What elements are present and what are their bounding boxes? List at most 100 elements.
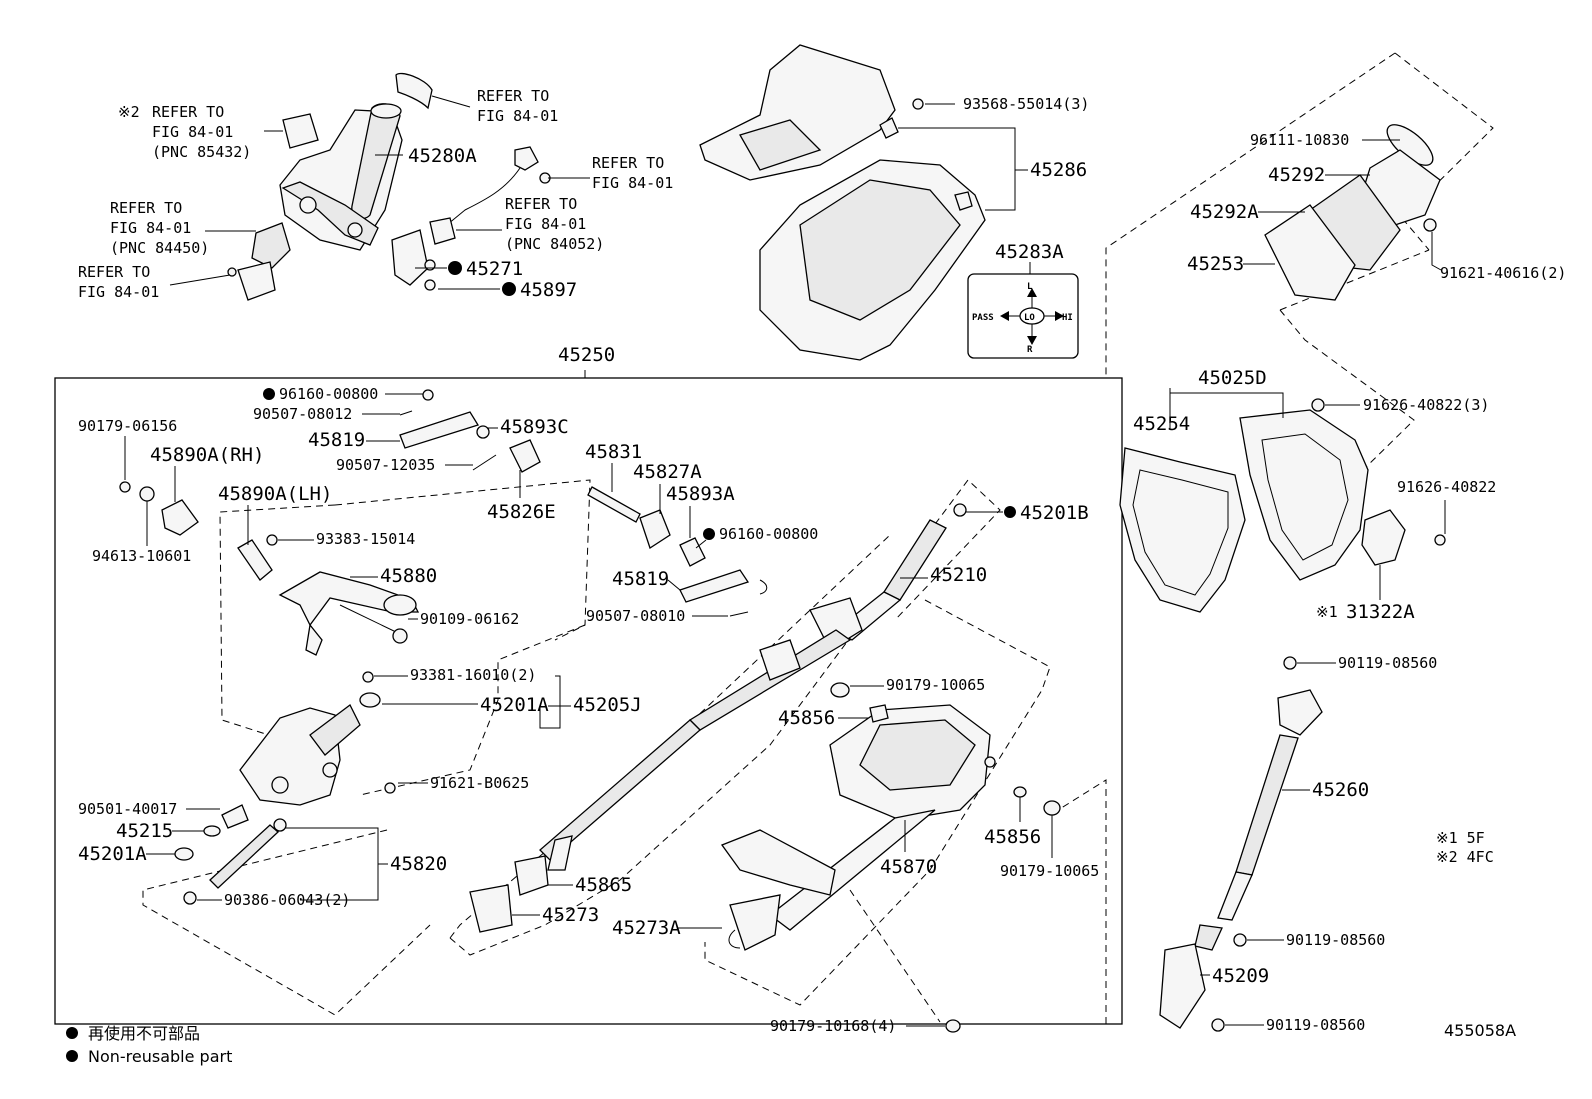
diagram-id: 455058A — [1444, 1021, 1516, 1040]
refer-e-line1: REFER TO — [110, 199, 182, 217]
legend-dot-jp — [66, 1027, 78, 1039]
part-label-93383: 93383-15014 — [316, 530, 415, 548]
steering-main-shaft-drawing — [469, 503, 967, 933]
model-note-2: ※2 4FC — [1436, 848, 1494, 866]
part-label-90179-10065-b: 90179-10065 — [1000, 862, 1099, 880]
refer-b-line2: FIG 84-01 — [477, 107, 558, 125]
refer-c-line1: REFER TO — [592, 154, 664, 172]
part-label-45210: 45210 — [930, 564, 987, 586]
part-label-91621-B0625: 91621-B0625 — [430, 774, 529, 792]
part-label-90119-b: 90119-08560 — [1286, 931, 1385, 949]
part-label-90119-a: 90119-08560 — [1338, 654, 1437, 672]
part-label-45025D: 45025D — [1198, 367, 1267, 389]
part-label-45215: 45215 — [116, 820, 173, 842]
part-label-90119-c: 90119-08560 — [1266, 1016, 1365, 1034]
part-label-45819-a: 45819 — [308, 429, 365, 451]
arrow-up-icon — [1027, 288, 1037, 297]
non-reusable-dot-96160-b — [703, 528, 715, 540]
refer-d-line2: FIG 84-01 — [505, 215, 586, 233]
part-label-90507-12035: 90507-12035 — [336, 456, 435, 474]
part-label-31322A-mark: ※1 — [1316, 603, 1338, 621]
refer-a-line2: FIG 84-01 — [152, 123, 233, 141]
refer-d-line3: (PNC 84052) — [505, 235, 604, 253]
refer-a-mark: ※2 — [118, 103, 140, 121]
part-label-45271: 45271 — [466, 258, 523, 280]
part-label-90501: 90501-40017 — [78, 800, 177, 818]
part-label-45201A-a: 45201A — [480, 694, 549, 716]
assembly-frame-45250 — [54, 377, 1123, 1025]
non-reusable-dot-96160-a — [263, 388, 275, 400]
switch-label-lo: LO — [1024, 313, 1035, 323]
part-label-45865: 45865 — [575, 874, 632, 896]
part-label-45890A-LH: 45890A(LH) — [218, 483, 332, 505]
part-label-45209: 45209 — [1212, 965, 1269, 987]
non-reusable-dot-45897 — [502, 282, 516, 296]
part-label-90179-10168: 90179-10168(4) — [770, 1017, 896, 1035]
part-label-45292: 45292 — [1268, 164, 1325, 186]
tilt-lever-parts-drawing — [119, 389, 768, 656]
refer-f-line2: FIG 84-01 — [78, 283, 159, 301]
refer-d-line1: REFER TO — [505, 195, 577, 213]
part-label-45893A: 45893A — [666, 483, 735, 505]
legend-text-en: Non-reusable part — [88, 1047, 232, 1066]
part-label-45201B: 45201B — [1020, 502, 1089, 524]
part-label-45286: 45286 — [1030, 159, 1087, 181]
part-label-45201A-b: 45201A — [78, 843, 147, 865]
non-reusable-dot-45201B — [1004, 506, 1016, 518]
switch-label-r: R — [1027, 345, 1033, 355]
part-label-45820: 45820 — [390, 853, 447, 875]
part-label-45273A: 45273A — [612, 917, 681, 939]
part-label-45890A-RH: 45890A(RH) — [150, 444, 264, 466]
part-label-93568: 93568-55014(3) — [963, 95, 1089, 113]
gasket-set-drawing — [1119, 398, 1446, 613]
part-label-94613: 94613-10601 — [92, 547, 191, 565]
part-label-93381: 93381-16010(2) — [410, 666, 536, 684]
part-label-45870: 45870 — [880, 856, 937, 878]
part-label-45292A: 45292A — [1190, 201, 1259, 223]
part-label-45280A: 45280A — [408, 145, 477, 167]
part-label-96111: 96111-10830 — [1250, 131, 1349, 149]
column-tube-drawing — [720, 682, 1061, 1033]
refer-a-line3: (PNC 85432) — [152, 143, 251, 161]
part-label-91626-40822-3: 91626-40822(3) — [1363, 396, 1489, 414]
part-label-45826E: 45826E — [487, 501, 556, 523]
part-label-45897: 45897 — [520, 279, 577, 301]
refer-f-line1: REFER TO — [78, 263, 150, 281]
part-label-31322A: 31322A — [1346, 601, 1415, 623]
part-label-91626-40822: 91626-40822 — [1397, 478, 1496, 496]
refer-a-line1: REFER TO — [152, 103, 224, 121]
refer-e-line2: FIG 84-01 — [110, 219, 191, 237]
part-label-45880: 45880 — [380, 565, 437, 587]
switch-label-l: L — [1027, 282, 1033, 292]
tilt-support-bracket-drawing — [174, 671, 396, 905]
switch-label-hi: HI — [1062, 313, 1073, 323]
part-label-45260: 45260 — [1312, 779, 1369, 801]
part-label-45827A: 45827A — [633, 461, 702, 483]
part-label-90507-08012: 90507-08012 — [253, 405, 352, 423]
part-label-90179-10065-a: 90179-10065 — [886, 676, 985, 694]
model-note-1: ※1 5F — [1436, 829, 1485, 847]
part-label-45205J: 45205J — [573, 694, 642, 716]
part-label-45893C: 45893C — [500, 416, 569, 438]
part-label-45253: 45253 — [1187, 253, 1244, 275]
refer-c-line2: FIG 84-01 — [592, 174, 673, 192]
part-label-96160-a: 96160-00800 — [279, 385, 378, 403]
part-label-90109: 90109-06162 — [420, 610, 519, 628]
part-label-45856-b: 45856 — [984, 826, 1041, 848]
part-label-90179-06156: 90179-06156 — [78, 417, 177, 435]
refer-b-line1: REFER TO — [477, 87, 549, 105]
part-label-45273: 45273 — [542, 904, 599, 926]
legend-text-jp: 再使用不可部品 — [88, 1024, 200, 1043]
part-label-96160-b: 96160-00800 — [719, 525, 818, 543]
part-label-90507-08010: 90507-08010 — [586, 607, 685, 625]
arrow-left-icon — [1000, 311, 1009, 321]
column-cover-drawing — [699, 44, 986, 361]
switch-label-pass: PASS — [972, 313, 994, 323]
arrow-down-icon — [1027, 336, 1037, 345]
part-label-45254: 45254 — [1133, 413, 1190, 435]
part-label-45819-b: 45819 — [612, 568, 669, 590]
intermediate-shaft-drawing — [1159, 656, 1323, 1032]
part-label-45831: 45831 — [585, 441, 642, 463]
part-label-90386: 90386-06043(2) — [224, 891, 350, 909]
